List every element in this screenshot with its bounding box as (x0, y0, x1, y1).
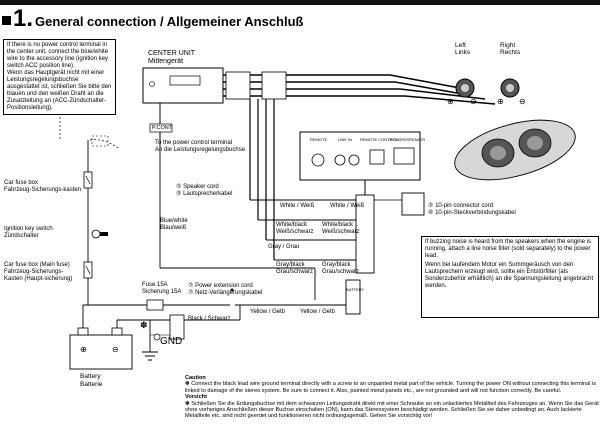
buzz-note: If buzzing noise is heard from the speak… (421, 236, 599, 318)
section-number: 1. (13, 5, 34, 32)
center-unit-icon (142, 67, 224, 104)
main-fuse-label: Car fuse box (Main fuse)Fahrzeug-Sicheru… (4, 262, 73, 282)
svg-text:⊕: ⊕ (80, 345, 87, 354)
buzz-note-de: Wenn bei laufendem Motor ein Summgeräusc… (425, 262, 594, 289)
battery-icon (69, 334, 133, 370)
wire-yellow-2: Yellow / Gelb (300, 309, 335, 315)
wire-wb-1: White/black Weiß/schwarz (276, 222, 314, 235)
buzz-note-en: If buzzing noise is heard from the speak… (425, 239, 592, 259)
pcont-tag: P.CONT (152, 125, 173, 131)
wire-gb-2: Gray/black Grau/schwarz (322, 262, 360, 275)
caution-block: Caution ✽ Connect the black lead wire gr… (185, 375, 599, 420)
acc-connector (91, 135, 109, 147)
wire-white-1: White / Weiß (280, 203, 315, 209)
header-bar (0, 0, 600, 5)
speaker-cord-label: ⑤ Speaker cord ⑤ Lautsprecherkabel (176, 184, 233, 197)
wire-white-2: White / Weiß (330, 203, 365, 209)
amp-battery-label: BATTERY (346, 287, 365, 292)
gnd-terminal (169, 314, 185, 340)
acc-note-de: Wenn das Hauptgerät nicht mit einer Leis… (7, 70, 112, 111)
amp-remote-control-label: REMOTE CONTROL (360, 137, 398, 142)
battery-connector (345, 279, 361, 315)
vorsicht-heading: Vorsicht (185, 394, 207, 401)
pcont-connector (149, 123, 173, 133)
title-square-icon (2, 16, 11, 25)
wire-yellow-1: Yellow / Gelb (250, 309, 285, 315)
wire-wb-2: White/black Weiß/schwarz (322, 222, 360, 235)
right-plus-icon: ⊕ (497, 97, 504, 106)
ground-screw-icon (153, 333, 161, 341)
caution-heading: Caution (185, 375, 206, 381)
section-title: General connection / Allgemeiner Anschlu… (35, 14, 304, 29)
svg-text:⊖: ⊖ (112, 345, 119, 354)
fuse-15a-symbol (146, 299, 164, 311)
ignition-key-icon (91, 229, 101, 239)
wire-gray: Gray / Grau (268, 244, 300, 250)
vorsicht-body: ✽ Schließen Sie die Erdungsbuchse mit de… (185, 400, 599, 420)
right-minus-icon: ⊖ (519, 97, 526, 106)
subwoofer-icon (454, 119, 576, 181)
wire-black: Black / Schwarz (188, 316, 231, 322)
wire-gb-1: Gray/black Grau/schwarz (276, 262, 314, 275)
gnd-label: GND (160, 336, 183, 347)
amp-power-label: POWER/SPEAKER (390, 137, 426, 142)
ext-cord-label: ⑦ Power extension cord ⑦ Netz-Verlängeru… (188, 283, 263, 296)
caution-body: ✽ Connect the black lead wire ground ter… (185, 381, 597, 394)
amp-linein-label: LINE IN (338, 137, 353, 142)
left-plus-icon: ⊕ (447, 97, 454, 106)
ten-pin-label: ⑤ 10-pin connector cord ⑥ 10-pin-Steckve… (428, 203, 516, 216)
acc-note-en: If there is no power control terminal in… (7, 42, 109, 69)
left-minus-icon: ⊖ (470, 97, 477, 106)
asterisk-mark: ✽ (140, 320, 148, 330)
page-title: 1. General connection / Allgemeiner Ansc… (2, 7, 304, 31)
acc-note: If there is no power control terminal in… (3, 39, 116, 115)
amp-remote-label: REMOTE (310, 137, 328, 142)
